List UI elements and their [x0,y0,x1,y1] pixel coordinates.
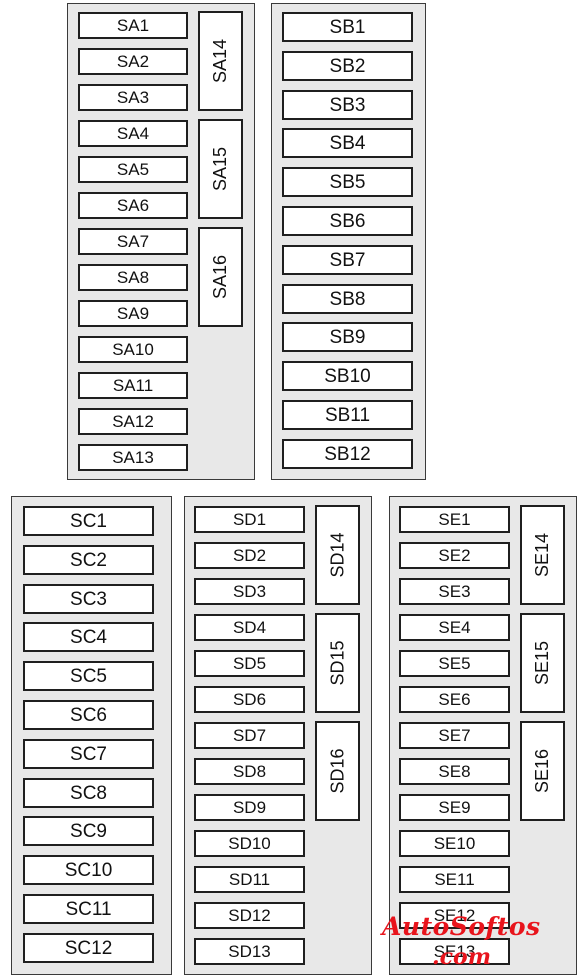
fuse-se15: SE15 [520,613,565,713]
fuse-label: SE15 [532,640,553,686]
fuse-se7: SE7 [399,722,510,749]
fuse-sb5: SB5 [282,167,413,197]
fuse-sa16: SA16 [198,227,243,327]
fuse-se10: SE10 [399,830,510,857]
fuse-sc9: SC9 [23,816,154,846]
fuse-sa10: SA10 [78,336,188,363]
fuse-sd3: SD3 [194,578,305,605]
fuse-sa8: SA8 [78,264,188,291]
fuse-sc8: SC8 [23,778,154,808]
fuse-label: SD16 [327,748,348,794]
fuse-label: SA14 [210,38,231,84]
fuse-sa2: SA2 [78,48,188,75]
fuse-sb7: SB7 [282,245,413,275]
fuse-sb1: SB1 [282,12,413,42]
fuse-sd7: SD7 [194,722,305,749]
fuse-sc2: SC2 [23,545,154,575]
fuse-sd11: SD11 [194,866,305,893]
fuse-se6: SE6 [399,686,510,713]
fuse-sa7: SA7 [78,228,188,255]
fuse-sd1: SD1 [194,506,305,533]
fuse-sa15: SA15 [198,119,243,219]
fuse-sa13: SA13 [78,444,188,471]
fuse-label: SD14 [327,532,348,578]
fuse-sa14: SA14 [198,11,243,111]
fuse-sc10: SC10 [23,855,154,885]
fuse-label: SA15 [210,146,231,192]
fuse-sd12: SD12 [194,902,305,929]
fuse-sb6: SB6 [282,206,413,236]
fuse-sc6: SC6 [23,700,154,730]
fuse-sd10: SD10 [194,830,305,857]
fuse-sd16: SD16 [315,721,360,821]
fuse-se2: SE2 [399,542,510,569]
fuse-se14: SE14 [520,505,565,605]
fuse-sc1: SC1 [23,506,154,536]
fuse-sd6: SD6 [194,686,305,713]
fuse-sd13: SD13 [194,938,305,965]
fuse-se8: SE8 [399,758,510,785]
fuse-sc5: SC5 [23,661,154,691]
fuse-label: SD15 [327,640,348,686]
fuse-sd15: SD15 [315,613,360,713]
fuse-se12: SE12 [399,902,510,929]
fuse-se9: SE9 [399,794,510,821]
fuse-sd2: SD2 [194,542,305,569]
fuse-sa6: SA6 [78,192,188,219]
fuse-se13: SE13 [399,938,510,965]
fuse-sc3: SC3 [23,584,154,614]
fuse-sc11: SC11 [23,894,154,924]
fuse-sb2: SB2 [282,51,413,81]
fuse-sd14: SD14 [315,505,360,605]
fuse-sb10: SB10 [282,361,413,391]
fuse-sc12: SC12 [23,933,154,963]
fuse-sa4: SA4 [78,120,188,147]
fuse-sc4: SC4 [23,622,154,652]
fuse-sa12: SA12 [78,408,188,435]
fuse-sb4: SB4 [282,128,413,158]
fuse-sb8: SB8 [282,284,413,314]
fuse-sb3: SB3 [282,90,413,120]
fuse-sa9: SA9 [78,300,188,327]
fuse-sa1: SA1 [78,12,188,39]
fuse-se16: SE16 [520,721,565,821]
fuse-label: SE14 [532,532,553,578]
fuse-se5: SE5 [399,650,510,677]
fuse-sa11: SA11 [78,372,188,399]
fuse-sa3: SA3 [78,84,188,111]
fuse-sc7: SC7 [23,739,154,769]
fuse-sd4: SD4 [194,614,305,641]
fuse-label: SE16 [532,748,553,794]
fuse-sd5: SD5 [194,650,305,677]
fuse-sb9: SB9 [282,322,413,352]
fuse-se11: SE11 [399,866,510,893]
fuse-sb11: SB11 [282,400,413,430]
fuse-se3: SE3 [399,578,510,605]
fuse-sb12: SB12 [282,439,413,469]
fuse-sd9: SD9 [194,794,305,821]
fuse-se1: SE1 [399,506,510,533]
fuse-sd8: SD8 [194,758,305,785]
fuse-label: SA16 [210,254,231,300]
fuse-se4: SE4 [399,614,510,641]
fuse-sa5: SA5 [78,156,188,183]
